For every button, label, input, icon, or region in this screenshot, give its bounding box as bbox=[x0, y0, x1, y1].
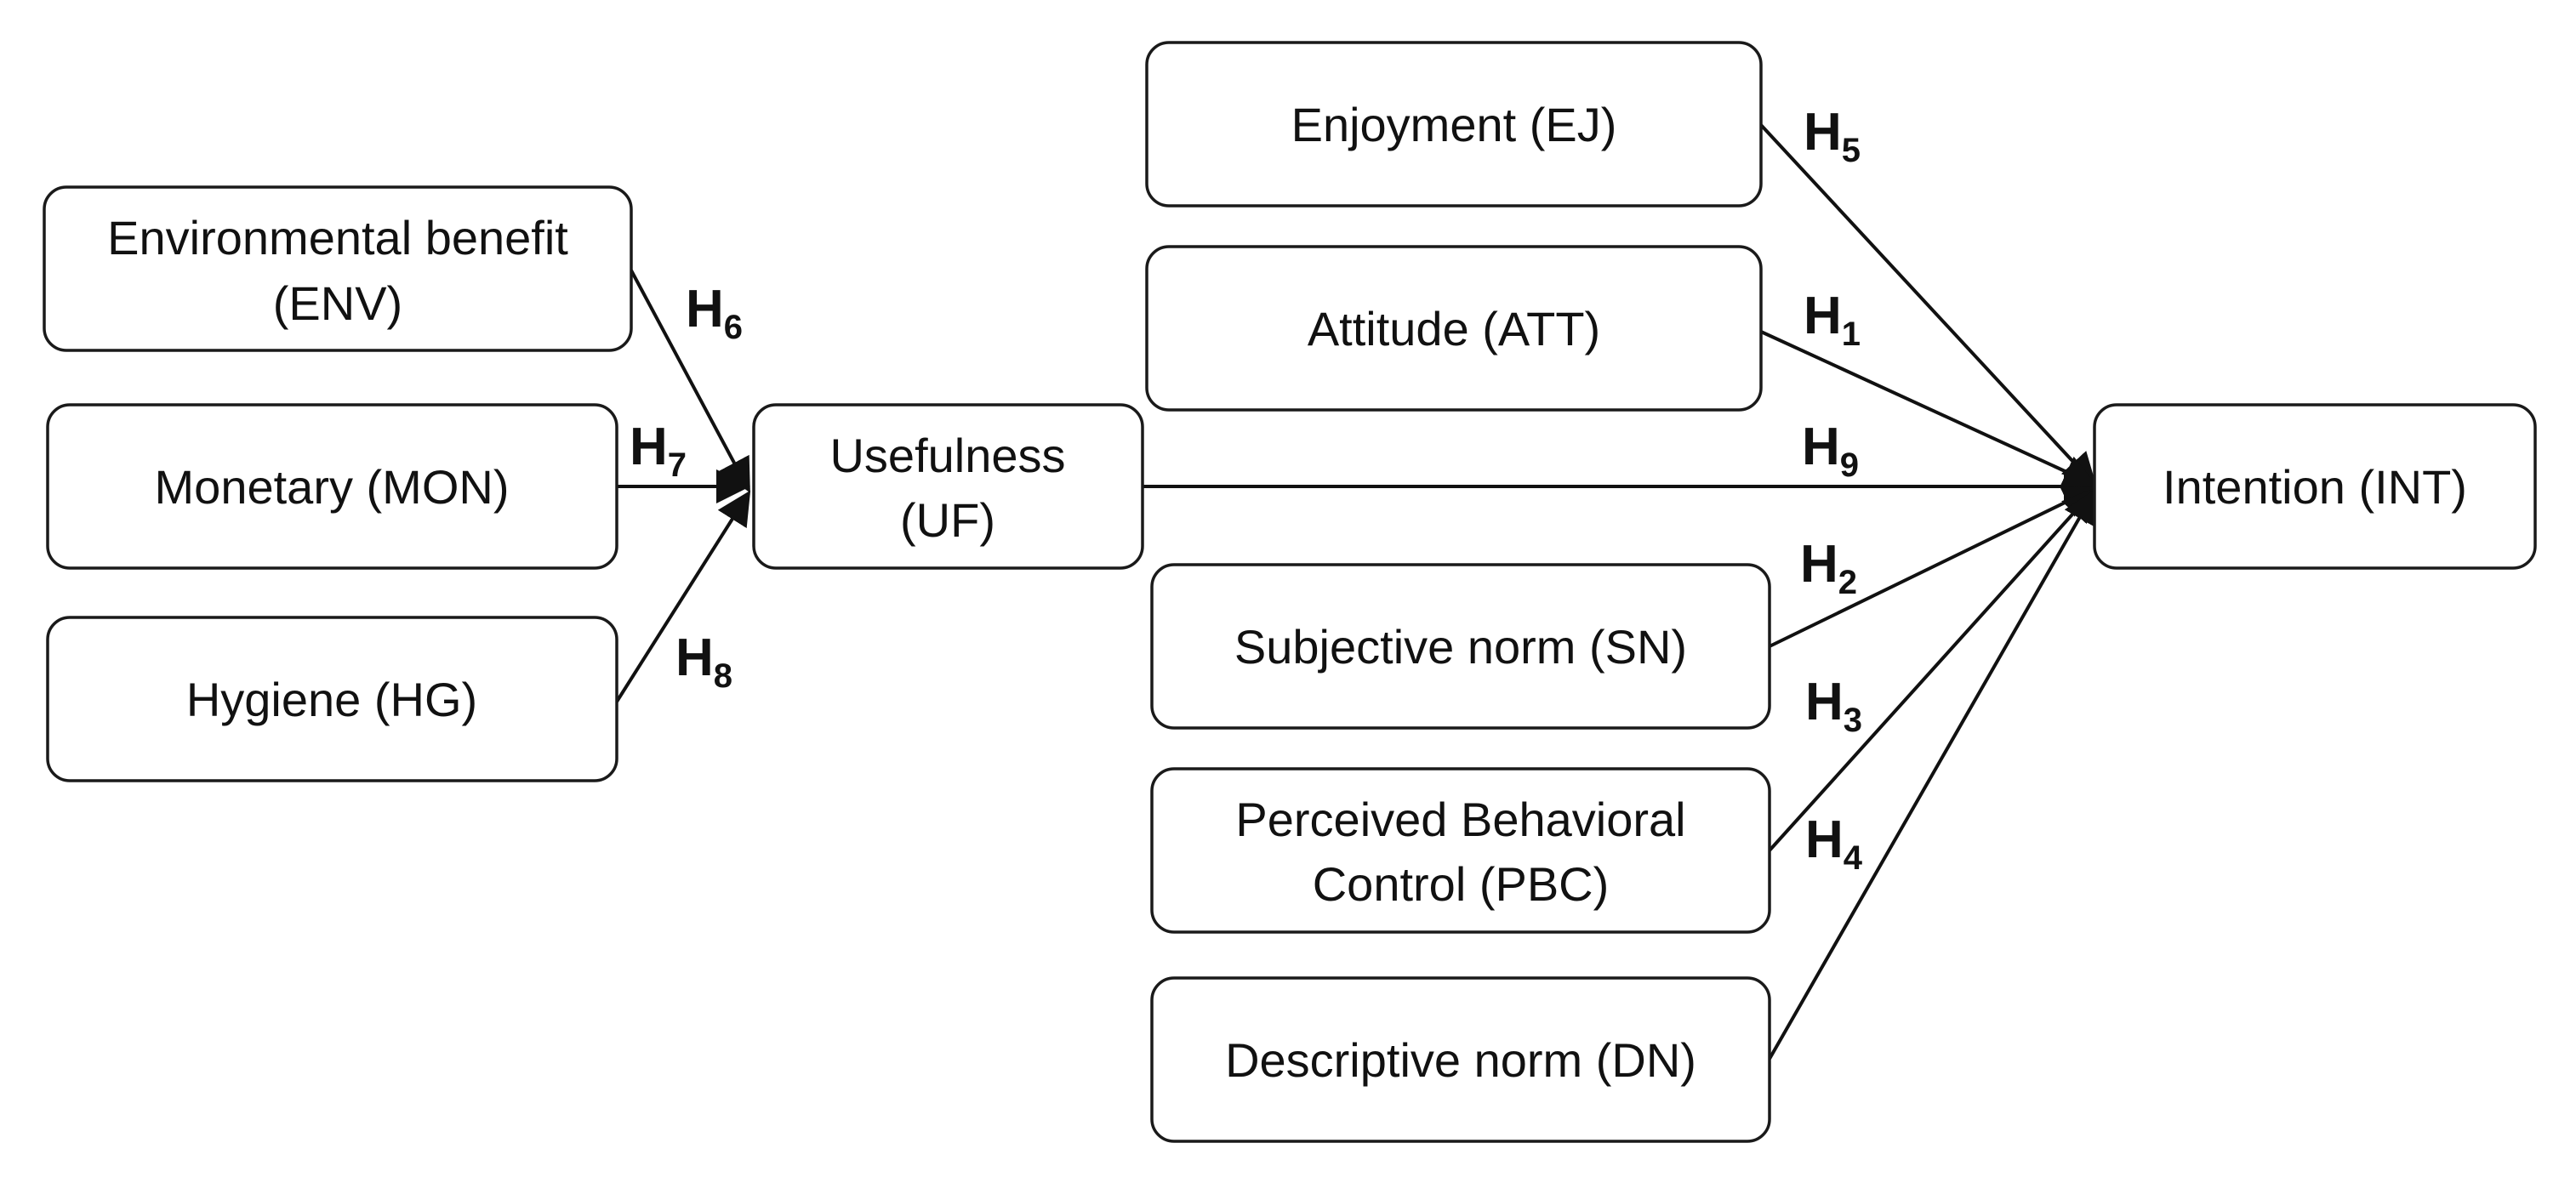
node-dn: Descriptive norm (DN) bbox=[1150, 976, 1771, 1143]
hypothesis-h7-label: H7 bbox=[630, 418, 687, 484]
node-dn-label: Descriptive norm (DN) bbox=[1225, 1033, 1696, 1087]
node-mon-label: Monetary (MON) bbox=[155, 460, 510, 514]
node-mon: Monetary (MON) bbox=[46, 403, 618, 570]
node-pbc-box bbox=[1150, 767, 1771, 934]
node-mon-box bbox=[46, 403, 618, 570]
hypothesis-h5-label: H5 bbox=[1804, 103, 1861, 169]
node-int: Intention (INT) bbox=[2093, 403, 2537, 570]
edge-dn-int bbox=[1768, 488, 2096, 1060]
hypothesis-h9-label: H9 bbox=[1802, 418, 1859, 484]
node-pbc-abbrev: Control (PBC) bbox=[1313, 857, 1610, 911]
node-dn-box bbox=[1150, 976, 1771, 1143]
node-int-label: Intention (INT) bbox=[2163, 460, 2467, 514]
node-ej: Enjoyment (EJ) bbox=[1145, 41, 1763, 208]
hypothesis-h8-label: H8 bbox=[675, 628, 732, 695]
node-sn-label: Subjective norm (SN) bbox=[1234, 620, 1687, 674]
node-att: Attitude (ATT) bbox=[1145, 245, 1763, 412]
node-uf-label: Usefulness bbox=[829, 429, 1065, 482]
node-pbc-label: Perceived Behavioral bbox=[1235, 793, 1685, 846]
edge-sn-int bbox=[1769, 486, 2098, 648]
node-int-box bbox=[2093, 403, 2537, 570]
node-att-label: Attitude (ATT) bbox=[1308, 302, 1600, 355]
node-env-abbrev: (ENV) bbox=[273, 276, 402, 330]
hypothesis-h4-label: H4 bbox=[1805, 810, 1863, 877]
node-sn: Subjective norm (SN) bbox=[1150, 563, 1771, 730]
node-env-label: Environmental benefit bbox=[107, 211, 568, 264]
hypothesis-labels: H6 H7 H8 H9 H5 H1 H2 H3 H4 bbox=[630, 103, 1863, 877]
edge-ej-int bbox=[1759, 123, 2097, 487]
hypothesis-h3-label: H3 bbox=[1805, 673, 1862, 739]
edge-att-int bbox=[1760, 330, 2098, 488]
node-ej-box bbox=[1145, 41, 1763, 208]
hypothesis-h6-label: H6 bbox=[686, 280, 743, 346]
node-hg-label: Hygiene (HG) bbox=[186, 673, 477, 726]
edge-pbc-int bbox=[1768, 487, 2097, 852]
edge-env-uf bbox=[630, 270, 750, 493]
hypothesis-h2-label: H2 bbox=[1800, 535, 1857, 601]
node-uf-abbrev: (UF) bbox=[900, 493, 995, 547]
node-env: Environmental benefit (ENV) bbox=[43, 185, 633, 352]
node-pbc: Perceived Behavioral Control (PBC) bbox=[1150, 767, 1771, 934]
node-env-box bbox=[43, 185, 633, 352]
node-hg: Hygiene (HG) bbox=[46, 616, 618, 782]
node-att-box bbox=[1145, 245, 1763, 412]
edge-hg-uf bbox=[615, 490, 751, 703]
hypothesis-h1-label: H1 bbox=[1804, 287, 1861, 353]
node-uf-box bbox=[752, 403, 1144, 570]
node-uf: Usefulness (UF) bbox=[752, 403, 1144, 570]
edges bbox=[615, 123, 2098, 1060]
node-sn-box bbox=[1150, 563, 1771, 730]
node-ej-label: Enjoyment (EJ) bbox=[1291, 98, 1617, 151]
node-hg-box bbox=[46, 616, 618, 782]
